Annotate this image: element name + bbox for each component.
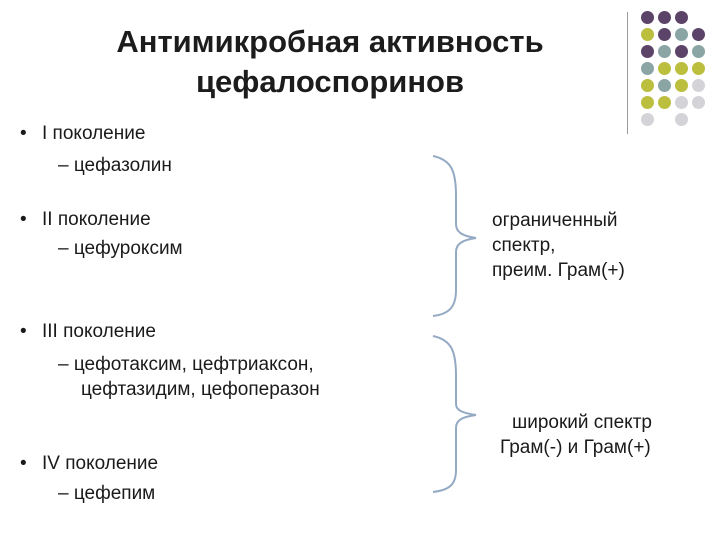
note-2-line-1: широкий спектр <box>512 412 652 433</box>
generation-2-drugs: – цефуроксим <box>58 238 183 259</box>
decor-dot <box>658 113 671 126</box>
decor-dot <box>658 11 671 24</box>
decor-divider <box>627 12 628 134</box>
generation-label-text: III поколение <box>42 321 156 342</box>
decor-dot <box>658 96 671 109</box>
decor-dot <box>641 28 654 41</box>
decor-dot <box>658 62 671 75</box>
bullet-mark: • <box>20 123 27 144</box>
title-line-2: цефалоспоринов <box>195 64 465 99</box>
decor-dot <box>658 45 671 58</box>
generation-2-label: • II поколение <box>20 208 151 232</box>
decor-dot <box>641 62 654 75</box>
title-line-1: Антимикробная активность <box>116 24 544 59</box>
decor-dot <box>641 11 654 24</box>
note-1-line-3: преим. Грам(+) <box>492 260 625 281</box>
note-broad-spectrum: широкий спектр Грам(-) и Грам(+) <box>500 410 652 460</box>
decor-dot <box>675 11 688 24</box>
generation-3-drugs-line-2: цефтазидим, цефоперазон <box>81 379 320 400</box>
bullet-mark: • <box>20 321 27 342</box>
decor-dot <box>692 96 705 109</box>
generation-4-drugs: – цефепим <box>58 483 156 504</box>
generation-3-label: • III поколение <box>20 320 156 344</box>
generation-label-text: II поколение <box>42 209 151 230</box>
decor-dot <box>658 79 671 92</box>
decor-dot <box>641 113 654 126</box>
decor-dot <box>692 113 705 126</box>
decor-dot <box>675 113 688 126</box>
note-narrow-spectrum: ограниченный спектр, преим. Грам(+) <box>492 208 625 283</box>
generation-3-drugs-line-1: – цефотаксим, цефтриаксон, <box>58 354 314 375</box>
generation-label-text: I поколение <box>42 123 146 144</box>
decor-dot <box>675 79 688 92</box>
decor-dot <box>658 28 671 41</box>
bullet-mark: • <box>20 453 27 474</box>
decor-dot <box>692 79 705 92</box>
bullet-mark: • <box>20 209 27 230</box>
decor-dot <box>675 28 688 41</box>
generation-label-text: IV поколение <box>42 453 159 474</box>
generation-4-label: • IV поколение <box>20 452 158 476</box>
generation-1-drugs: – цефазолин <box>58 155 172 176</box>
brace-lower <box>432 335 477 493</box>
decor-dot <box>641 79 654 92</box>
decor-dot <box>692 11 705 24</box>
decor-dot <box>692 62 705 75</box>
note-2-line-2: Грам(-) и Грам(+) <box>500 437 651 458</box>
decor-dot <box>641 96 654 109</box>
decor-dot <box>675 45 688 58</box>
decor-dot <box>692 45 705 58</box>
decor-dot <box>692 28 705 41</box>
decor-dot <box>675 62 688 75</box>
brace-upper <box>432 155 477 317</box>
generation-1-label: • I поколение <box>20 122 145 146</box>
note-1-line-1: ограниченный <box>492 210 618 231</box>
decor-dot <box>641 45 654 58</box>
decor-dot <box>675 96 688 109</box>
note-1-line-2: спектр, <box>492 235 556 256</box>
slide-title: Антимикробная активность цефалоспоринов <box>40 22 620 102</box>
